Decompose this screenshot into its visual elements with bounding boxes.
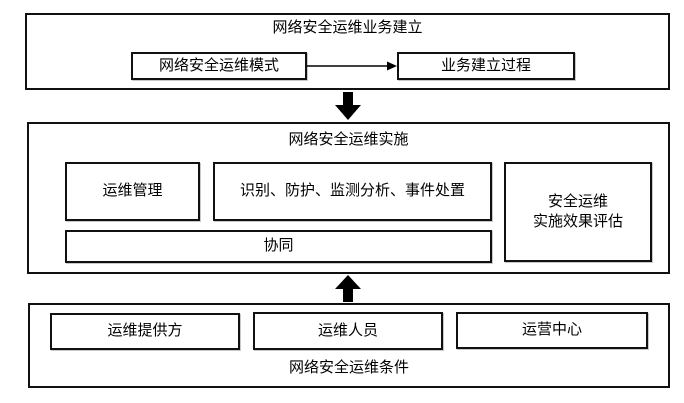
- ops-management-box: 运维管理: [65, 162, 200, 221]
- ops-center-box: 运营中心: [456, 312, 648, 349]
- bottom-section-title: 网络安全运维条件: [288, 359, 409, 376]
- middle-section-title: 网络安全运维实施: [288, 131, 409, 148]
- mode-to-process-arrow-icon: [307, 61, 397, 71]
- evaluation-box: 安全运维 实施效果评估: [504, 162, 652, 262]
- process-box: 业务建立过程: [397, 52, 575, 80]
- flow-up-arrow-icon: [335, 275, 361, 302]
- collaboration-box: 协同: [65, 230, 492, 263]
- ops-provider-box: 运维提供方: [50, 313, 240, 350]
- identification-protection-box: 识别、防护、监测分析、事件处置: [213, 162, 492, 221]
- ops-personnel-box: 运维人员: [253, 312, 443, 350]
- ops-mode-box: 网络安全运维模式: [131, 52, 307, 80]
- top-section-title: 网络安全运维业务建立: [272, 19, 423, 36]
- flow-down-arrow-icon: [335, 92, 361, 120]
